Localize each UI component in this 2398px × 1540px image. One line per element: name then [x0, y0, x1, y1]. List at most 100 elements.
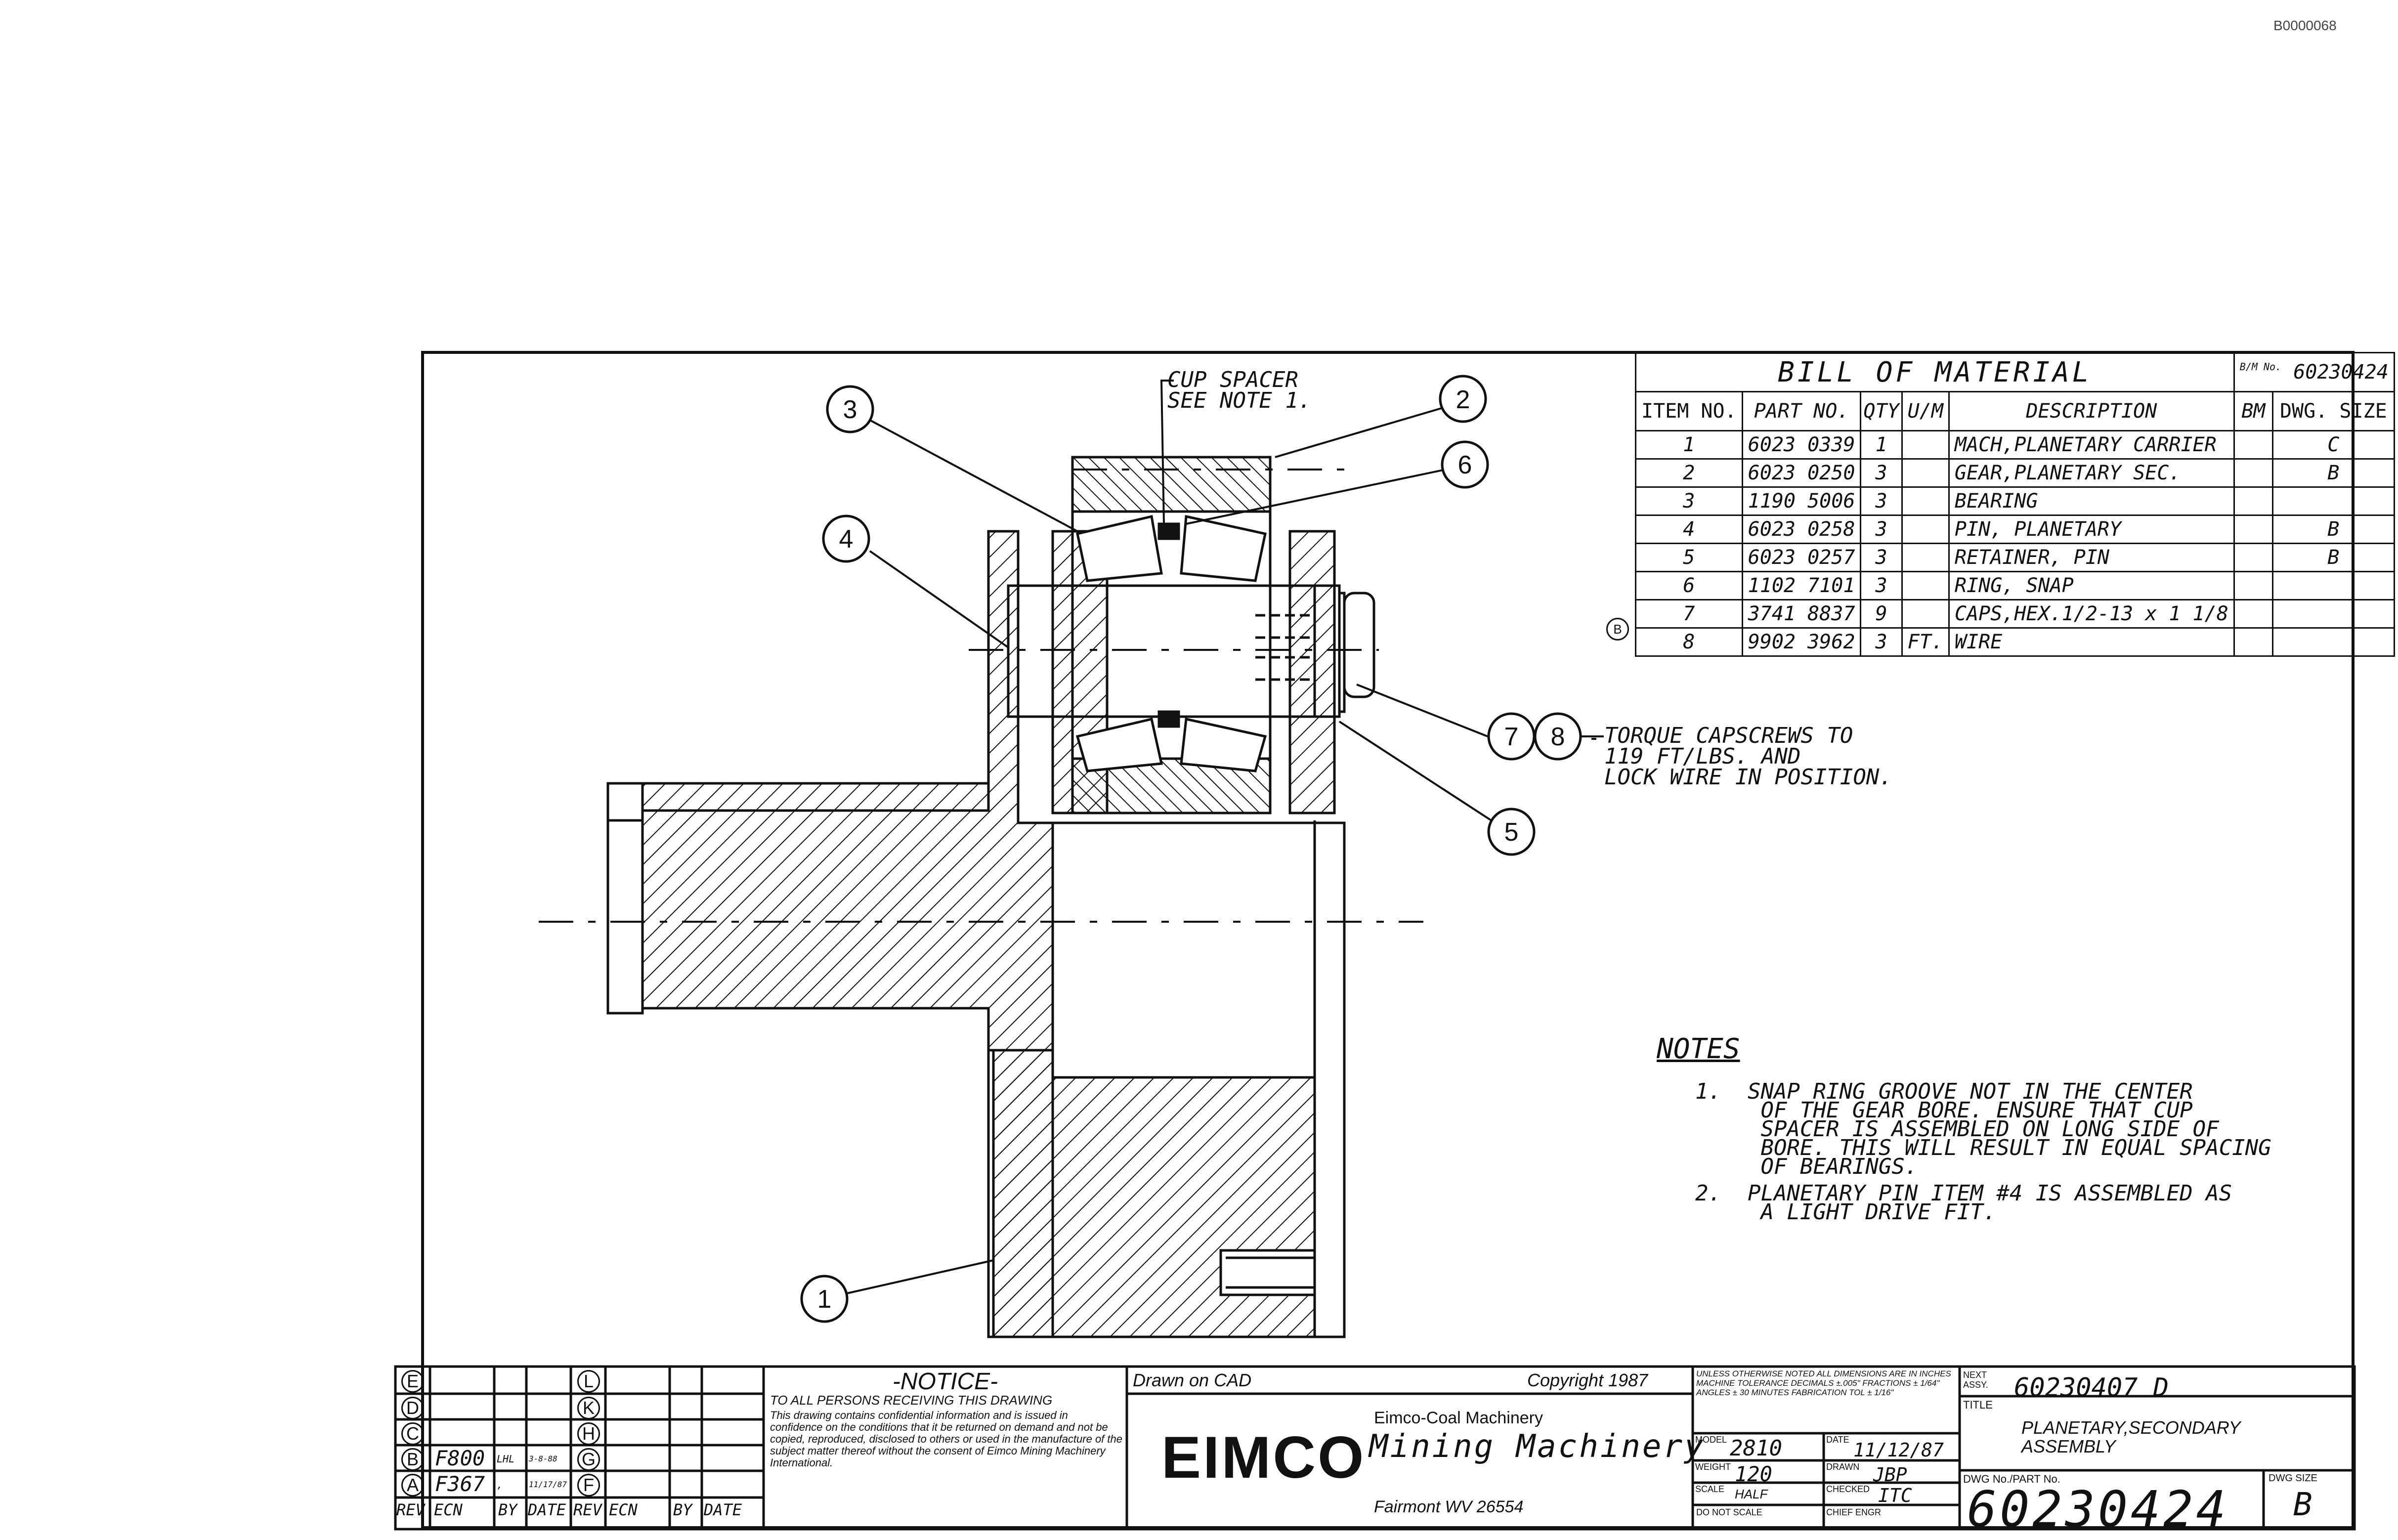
bom-cell-bm — [2233, 514, 2273, 544]
copyright: Copyright 1987 — [1527, 1370, 1648, 1390]
carrier-body — [606, 530, 1346, 1338]
rev-letter-right: F — [577, 1474, 600, 1497]
rev-by: , — [497, 1479, 503, 1491]
rev-ecn: F367 — [435, 1472, 485, 1496]
col-qty: QTY — [1860, 391, 1903, 431]
bom-cell-um — [1901, 571, 1950, 600]
rev-letter-right: G — [577, 1448, 600, 1471]
rev-letter-left: D — [401, 1397, 424, 1419]
do-not-scale: DO NOT SCALE — [1696, 1507, 1762, 1517]
bom-cell-part: 3741 8837 — [1741, 599, 1862, 629]
bom-cell-um — [1901, 599, 1950, 629]
balloon-5: 5 — [1504, 818, 1519, 847]
document-id: B0000068 — [2273, 18, 2337, 33]
title-label: TITLE — [1963, 1399, 1993, 1411]
next-assy-value: 60230407 D — [2014, 1373, 2169, 1403]
company-location: Fairmont WV 26554 — [1374, 1497, 1524, 1516]
notice-title: -NOTICE- — [892, 1369, 998, 1395]
rev-header: DATE — [704, 1500, 742, 1519]
bom-cell-size: B — [2271, 458, 2395, 488]
bom-cell-desc: RING, SNAP — [1948, 571, 2235, 600]
planetary-gear — [1071, 456, 1272, 814]
balloon-6: 6 — [1458, 451, 1472, 479]
next-assy-label: NEXT ASSY. — [1963, 1370, 1988, 1390]
date-value: 11/12/87 — [1853, 1439, 1944, 1461]
model-label: MODEL — [1695, 1435, 1727, 1445]
rev-header: ECN — [434, 1500, 463, 1519]
bom-cell-size: B — [2271, 543, 2395, 572]
balloon-4: 4 — [839, 525, 854, 554]
drawing-title: PLANETARY,SECONDARY ASSEMBLY — [2021, 1417, 2241, 1456]
revision-marker: B — [1606, 618, 1629, 641]
bom-number-cell: B/M No. 60230424 — [2233, 352, 2395, 392]
balloon-3: 3 — [843, 395, 857, 424]
bom-cell-bm — [2233, 458, 2273, 488]
bom-cell-desc: BEARING — [1948, 486, 2235, 516]
bom-cell-um — [1901, 514, 1950, 544]
rev-letter-right: H — [577, 1422, 600, 1445]
rev-letter-left: A — [401, 1474, 424, 1497]
bom-cell-um: FT. — [1901, 627, 1950, 657]
eimco-logo: EIMCO — [1161, 1424, 1366, 1491]
bom-number-label: B/M No. — [2239, 361, 2282, 373]
rev-header: ECN — [609, 1500, 638, 1519]
item-balloons — [800, 375, 1582, 1323]
bom-cell-desc: MACH,PLANETARY CARRIER — [1948, 430, 2235, 460]
bom-cell-item: 2 — [1635, 458, 1743, 488]
bom-cell-size — [2271, 599, 2395, 629]
bom-cell-size: C — [2271, 430, 2395, 460]
bom-cell-qty: 9 — [1860, 599, 1903, 629]
drawn-on-cad: Drawn on CAD — [1133, 1370, 1252, 1390]
balloon-2: 2 — [1456, 385, 1470, 414]
model-value: 2810 — [1730, 1436, 1782, 1461]
bom-cell-bm — [2233, 486, 2273, 516]
bom-cell-um — [1901, 486, 1950, 516]
bom-cell-item: 4 — [1635, 514, 1743, 544]
rev-header: REV — [396, 1500, 425, 1519]
rev-letter-left: C — [401, 1422, 424, 1445]
bom-cell-desc: PIN, PLANETARY — [1948, 514, 2235, 544]
bom-cell-size — [2271, 486, 2395, 516]
bom-cell-qty: 3 — [1860, 543, 1903, 572]
bom-cell-desc: RETAINER, PIN — [1948, 543, 2235, 572]
checked-value: ITC — [1878, 1485, 1912, 1506]
weight-label: WEIGHT — [1695, 1462, 1731, 1472]
col-bm: BM — [2233, 391, 2273, 431]
rev-letter-left: E — [401, 1370, 424, 1393]
rev-by: LHL — [497, 1453, 515, 1465]
dwg-size-label: DWG SIZE — [2269, 1473, 2317, 1484]
col-size: DWG. SIZE — [2271, 391, 2395, 431]
bom-cell-part: 6023 0258 — [1741, 514, 1862, 544]
rev-letter-right: K — [577, 1397, 600, 1419]
bom-cell-part: 1190 5006 — [1741, 486, 1862, 516]
bom-cell-qty: 3 — [1860, 514, 1903, 544]
company-small: Eimco-Coal Machinery — [1374, 1409, 1543, 1427]
bom-cell-size: B — [2271, 514, 2395, 544]
bom-cell-bm — [2233, 430, 2273, 460]
bom-cell-qty: 3 — [1860, 486, 1903, 516]
bom-cell-qty: 3 — [1860, 571, 1903, 600]
scale-value: HALF — [1735, 1487, 1768, 1501]
bom-cell-desc: GEAR,PLANETARY SEC. — [1948, 458, 2235, 488]
date-label: DATE — [1826, 1435, 1849, 1445]
bom-cell-size — [2271, 627, 2395, 657]
bom-cell-bm — [2233, 571, 2273, 600]
rev-header: DATE — [528, 1500, 566, 1519]
torque-callout: TORQUE CAPSCREWS TO 119 FT/LBS. AND LOCK… — [1604, 723, 1892, 790]
bearing — [1075, 514, 1267, 772]
bom-cell-qty: 3 — [1860, 458, 1903, 488]
note-1: 1. SNAP RING GROOVE NOT IN THE CENTER OF… — [1695, 1079, 2271, 1179]
bom-cell-um — [1901, 430, 1950, 460]
bom-cell-item: 1 — [1635, 430, 1743, 460]
drawn-label: DRAWN — [1826, 1462, 1860, 1472]
rev-header: BY — [498, 1500, 517, 1519]
bom-cell-size — [2271, 571, 2395, 600]
bom-cell-um — [1901, 458, 1950, 488]
bom-cell-part: 1102 7101 — [1741, 571, 1862, 600]
bom-cell-item: 3 — [1635, 486, 1743, 516]
bom-cell-bm — [2233, 543, 2273, 572]
